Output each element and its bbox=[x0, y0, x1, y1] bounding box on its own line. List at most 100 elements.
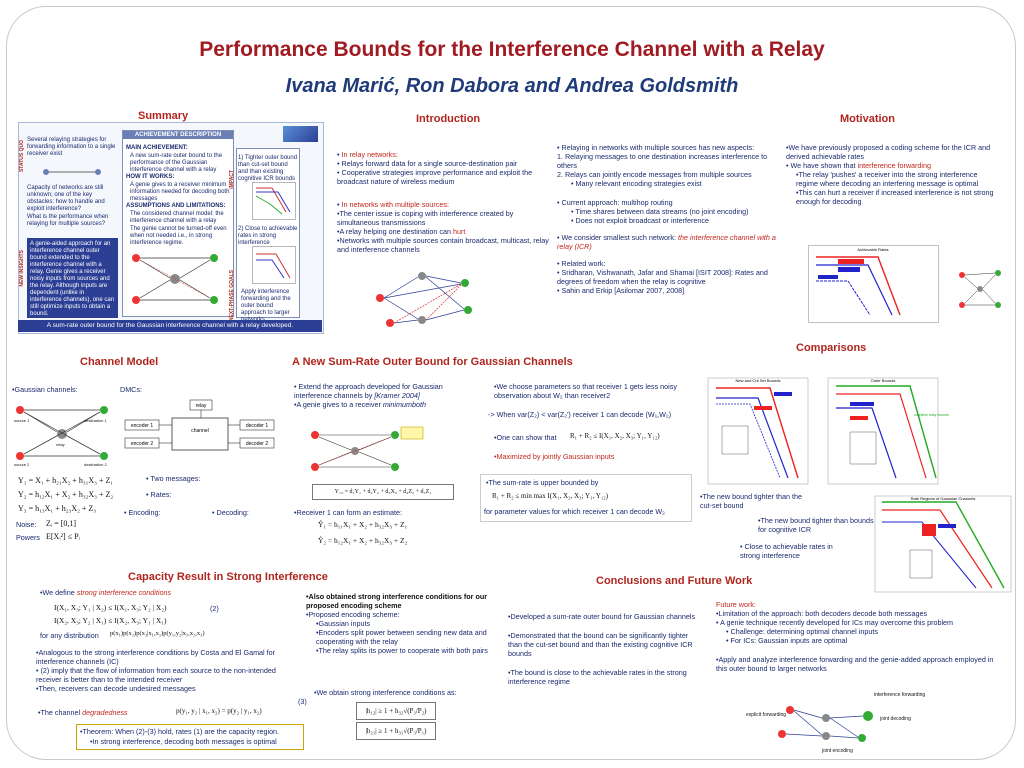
intro-b6a: A relay helping one destination can bbox=[339, 227, 454, 236]
nb-2a: A genie gives to a receiver bbox=[296, 400, 383, 409]
conc-1: •Developed a sum-rate outer bound for Ga… bbox=[508, 612, 696, 621]
choose-params: •We choose parameters so that receiver 1… bbox=[494, 382, 677, 400]
ir-1: Relaying in networks with multiple sourc… bbox=[561, 143, 755, 152]
intro-b4: In networks with multiple sources: bbox=[341, 200, 449, 209]
cap-w1b: strong interference conditions bbox=[76, 588, 172, 597]
poster-frame bbox=[6, 6, 1016, 760]
status-text-1: Several relaying strategies for forwardi… bbox=[27, 137, 116, 157]
ir-11: Sahin and Erkip [Asilomar 2007, 2008] bbox=[561, 286, 685, 295]
two-msgs-label: • Two messages: bbox=[146, 474, 201, 483]
channel-model-heading: Channel Model bbox=[80, 356, 159, 368]
intro-heading: Introduction bbox=[416, 113, 481, 125]
gauss-dest1: destination 1 bbox=[84, 418, 107, 423]
gauss-source2: source 2 bbox=[14, 462, 30, 467]
mot-3: The relay 'pushes' a receiver into the s… bbox=[796, 170, 979, 188]
decoding-label: • Decoding: bbox=[212, 508, 249, 517]
assumption-1: The considered channel model: the interf… bbox=[130, 211, 224, 224]
motivation-list: •We have previously proposed a coding sc… bbox=[786, 143, 994, 206]
cap-s6: •We obtain strong interference condition… bbox=[314, 688, 457, 697]
status-text-3: What is the performance when relaying fo… bbox=[27, 214, 109, 227]
poster-authors: Ivana Marić, Ron Dabora and Andrea Golds… bbox=[285, 75, 739, 97]
encoder1-label: encoder 1 bbox=[131, 423, 153, 429]
future-3: • Challenge: determining optimal channel… bbox=[726, 627, 878, 636]
ir-4: Many relevant encoding strategies exist bbox=[575, 179, 702, 188]
poster-title: Performance Bounds for the Interference … bbox=[199, 38, 825, 61]
theorem-box bbox=[76, 724, 304, 750]
genie-diagram bbox=[305, 425, 435, 475]
intro-b5: The center issue is coping with interfer… bbox=[337, 209, 514, 227]
cap-s5: •The relay splits its power to cooperate… bbox=[316, 646, 488, 655]
sum-rate-bound: •The sum-rate is upper bounded by bbox=[486, 478, 599, 487]
conclusions-list: •Developed a sum-rate outer bound for Ga… bbox=[508, 612, 698, 686]
impact-1: 1) Tighter outer bound than cut-set boun… bbox=[238, 155, 298, 182]
intro-network-diagram bbox=[370, 268, 480, 333]
dmc-relay-label: relay bbox=[196, 403, 207, 409]
estimate-eq-box: Y₁₂ = d₁Y₁ + d₂Y₂ + d₃X₃ + d₄Z₂ + d₅Z₁ bbox=[312, 484, 454, 500]
intro-b7: Networks with multiple sources contain b… bbox=[337, 236, 549, 254]
top-chart-title: Achievable Rates bbox=[857, 247, 888, 252]
summary-heading: Summary bbox=[138, 110, 189, 122]
ir-8a: We consider smallest such network: bbox=[561, 233, 679, 242]
cap-deg-eq: p(y₁, y₂ | x₁, x₂) = p(y₂ | y₁, x₂) bbox=[176, 707, 262, 715]
impact-chart-2 bbox=[252, 246, 296, 284]
channel-label: channel bbox=[191, 428, 209, 434]
cap-a3: •Then, receivers can decode undesired me… bbox=[36, 684, 196, 693]
ir-3: 2. Relays can jointly encode messages fr… bbox=[557, 170, 752, 179]
ir-2: 1. Relaying messages to one destination … bbox=[557, 152, 768, 170]
achievement-heading: ACHIEVEMENT DESCRIPTION bbox=[123, 131, 233, 139]
status-text-2: Capacity of networks are still unknown; … bbox=[27, 185, 105, 212]
chart3-title: Rate Regions of Gaussian Channels bbox=[911, 496, 976, 501]
cap-define: •We define strong interference condition… bbox=[40, 588, 171, 597]
future-2: • A genie technique recently developed f… bbox=[716, 618, 954, 627]
cap-s1: •Also obtained strong interference condi… bbox=[306, 592, 488, 610]
eq-y1-hat: Ŷ₁ = h₁₁X₁ + X₂ + h₃₂X₃ + Z₁ bbox=[318, 520, 408, 529]
new-insights-label: NEW INSIGHTS bbox=[19, 250, 25, 287]
gauss-label: •Gaussian channels: bbox=[12, 385, 78, 394]
impact-2: 2) Close to achievable rates in strong i… bbox=[238, 226, 298, 246]
logo-badge bbox=[283, 126, 318, 142]
impact-chart-1 bbox=[252, 182, 296, 220]
future-1: •Limitation of the approach: both decode… bbox=[716, 609, 928, 618]
cap-deg2: degradedness bbox=[82, 708, 128, 717]
dmc-label: DMCs: bbox=[120, 385, 142, 394]
nb-1a: Extend the approach developed for Gaussi… bbox=[294, 382, 443, 400]
nb-2d: both bbox=[412, 400, 426, 409]
how-works-text: A genie gives to a receiver minimum info… bbox=[130, 182, 230, 202]
mot-2a: We have shown that bbox=[790, 161, 858, 170]
cap-eq-label: (2) bbox=[210, 604, 219, 613]
mot-2b: interference forwarding bbox=[857, 161, 932, 170]
summary-network-diagram bbox=[124, 248, 230, 313]
one-can-show-eq: R₁ + R₂ ≤ I(X₁, X₂, X₃; Y₁, Y₁₂) bbox=[570, 432, 660, 440]
eq-y2: Y₂ = h₁₂X₁ + X₂ + h₃₂X₃ + Z₂ bbox=[18, 490, 114, 499]
cap-deg1: •The channel bbox=[38, 708, 83, 717]
param-values: for parameter values for which receiver … bbox=[484, 507, 665, 516]
gauss-network-diagram: source 1 destination 1 source 2 destinat… bbox=[12, 398, 112, 468]
comparisons-heading: Comparisons bbox=[796, 342, 867, 354]
cap-for-any: for any distribution bbox=[40, 631, 99, 640]
cap-w1a: •We define bbox=[40, 588, 77, 597]
powers-label: Powers bbox=[16, 533, 40, 542]
motivation-chart: Achievable Rates bbox=[808, 245, 1008, 323]
cap-s3: •Gaussian inputs bbox=[316, 619, 371, 628]
dmc-block-diagram: relay encoder 1 encoder 2 channel decode… bbox=[120, 398, 280, 458]
noise-label: Noise: bbox=[16, 520, 37, 529]
cap-dist: p(x₁)p(x₂)p(x₃|x₁,x₂)p(y₁,y₂|x₁,x₂,x₃) bbox=[110, 630, 205, 637]
diag-explicit: explicit forwarding bbox=[746, 712, 786, 718]
assumption-2: The genie cannot be turned-off even when… bbox=[130, 226, 227, 246]
future-5: •Apply and analyze interference forwardi… bbox=[716, 655, 994, 673]
cap-eq-label-3: (3) bbox=[298, 697, 307, 706]
powers-val: E[Xᵢ²] ≤ Pᵢ bbox=[46, 532, 80, 541]
ir-6: Time shares between data streams (no joi… bbox=[575, 207, 749, 216]
ir-7: Does not exploit broadcast or interferen… bbox=[575, 216, 709, 225]
gauss-dest2: destination 2 bbox=[84, 462, 107, 467]
max-gauss: •Maximized by jointly Gaussian inputs bbox=[494, 452, 615, 461]
comparison-charts: New and Cut Set Bounds Outer Bounds cogn… bbox=[700, 374, 1020, 594]
eq-y3: Y₃ = h₁₃X₁ + h₂₃X₂ + Z₃ bbox=[18, 504, 97, 513]
nb-1b: [Kramer 2004] bbox=[374, 391, 420, 400]
ir-10: Sridharan, Vishwanath, Jafar and Shamai … bbox=[557, 268, 768, 286]
impact-label: IMPACT bbox=[229, 170, 235, 189]
cap-degraded: •The channel degradedness bbox=[38, 708, 128, 717]
sum-rate-box bbox=[480, 474, 692, 522]
theorem-1: •Theorem: When (2)-(3) hold, rates (1) a… bbox=[80, 727, 280, 736]
cap-s4: •Encoders split power between sending ne… bbox=[316, 628, 487, 646]
